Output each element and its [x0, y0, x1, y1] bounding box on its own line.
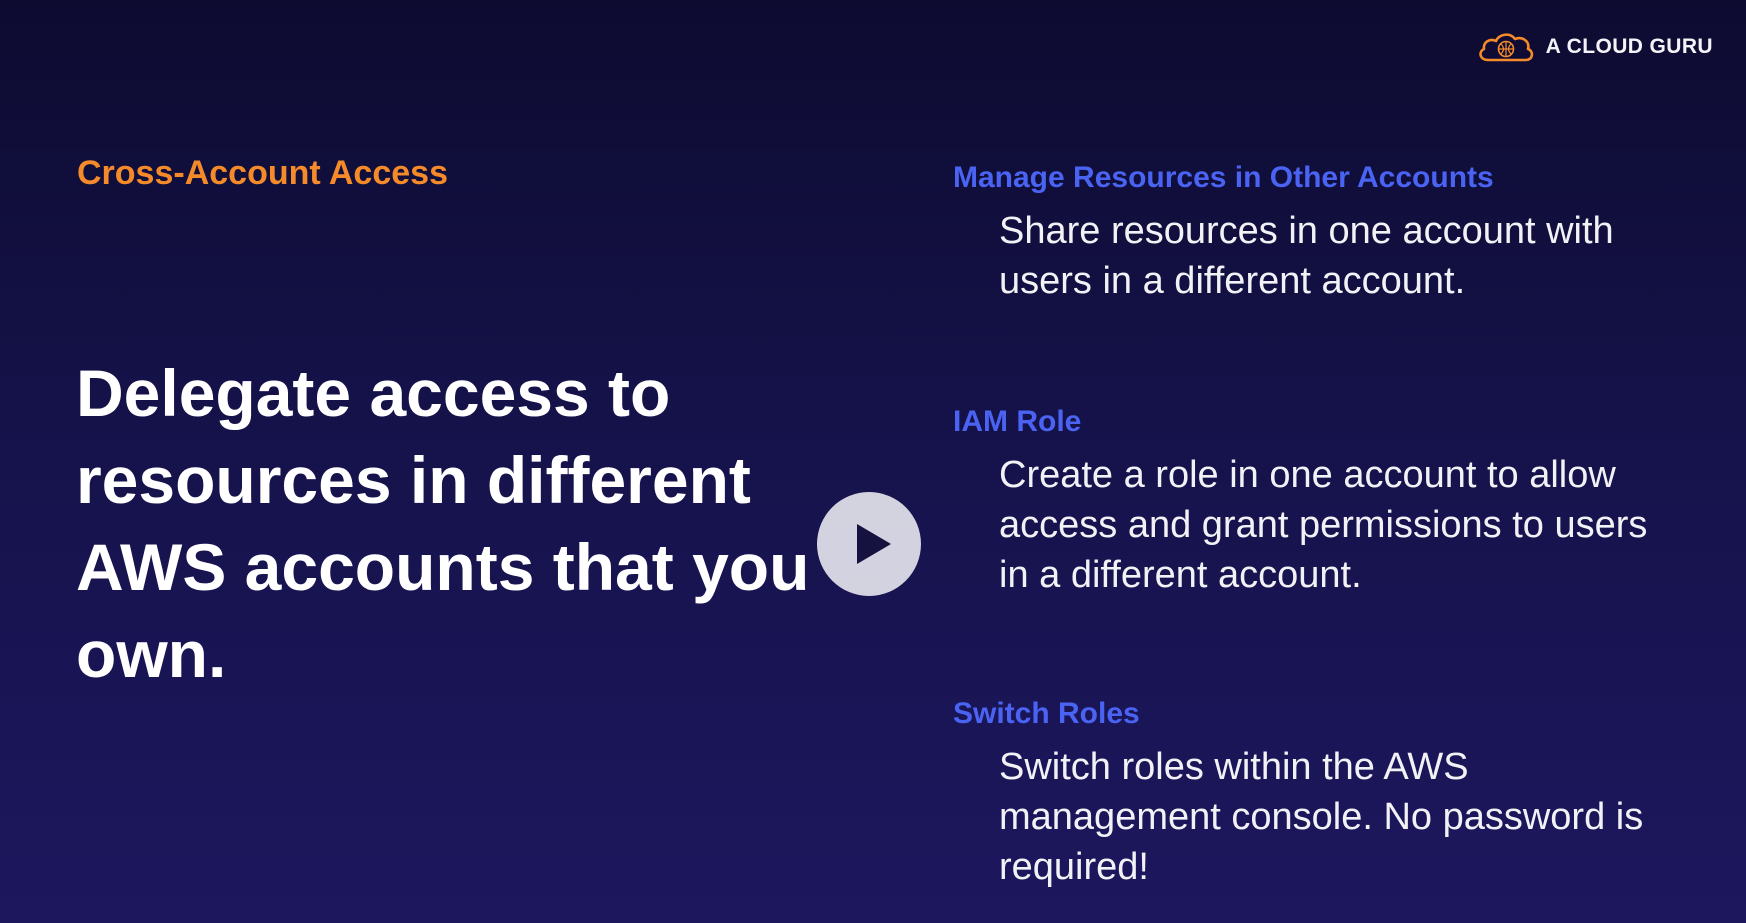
brand-name: A CLOUD GURU [1545, 35, 1713, 58]
slide-headline: Delegate access to resources in differen… [76, 356, 810, 691]
info-item-title: Manage Resources in Other Accounts [953, 161, 1494, 194]
brand-logo: A CLOUD GURU [1476, 30, 1713, 64]
info-item-switch-roles: Switch Roles Switch roles within the AWS… [953, 696, 1693, 892]
section-label: Cross-Account Access [77, 154, 448, 192]
info-item-title: Switch Roles [953, 697, 1140, 730]
info-item-description: Switch roles within the AWS management c… [999, 746, 1644, 888]
info-item-description: Create a role in one account to allow ac… [999, 454, 1648, 596]
info-item-manage-resources: Manage Resources in Other Accounts Share… [953, 160, 1693, 306]
info-item-title: IAM Role [953, 405, 1082, 438]
play-icon [857, 524, 891, 564]
info-item-description: Share resources in one account with user… [999, 210, 1614, 302]
cloud-logo-icon [1478, 33, 1533, 62]
play-button[interactable] [817, 492, 921, 596]
info-item-iam-role: IAM Role Create a role in one account to… [953, 404, 1693, 600]
